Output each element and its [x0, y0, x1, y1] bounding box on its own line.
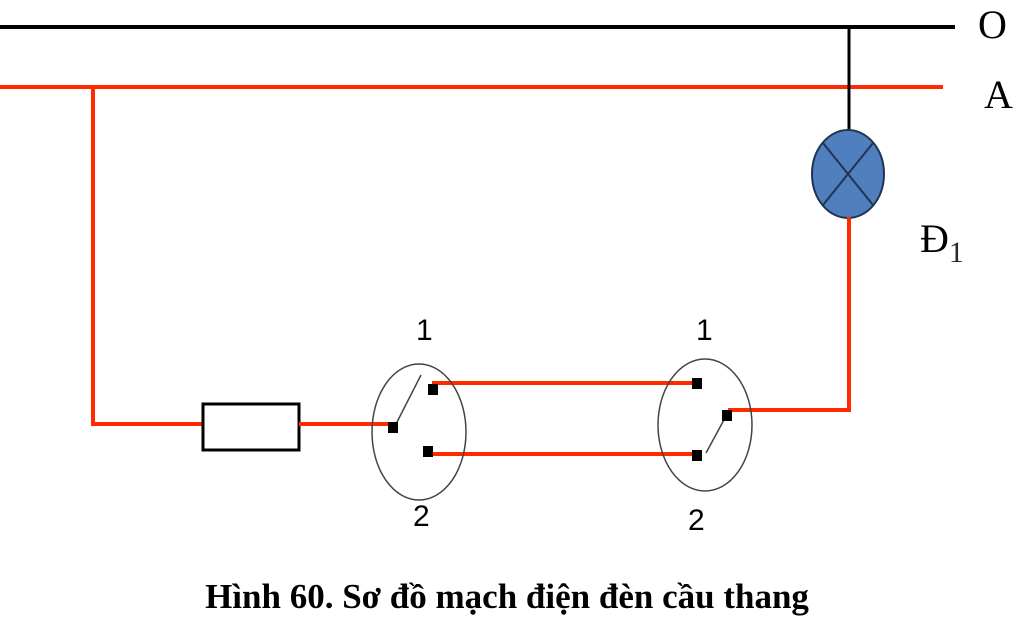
- switch1-label-1: 1: [416, 314, 433, 347]
- label-a: A: [984, 72, 1013, 117]
- figure-caption: Hình 60. Sơ đồ mạch điện đèn cầu thang: [205, 577, 809, 616]
- lamp-label: Đ1: [920, 216, 964, 269]
- switch-1: [371, 363, 467, 501]
- switch2-label-1: 1: [696, 314, 713, 347]
- label-o: O: [978, 2, 1007, 47]
- switch2-label-2: 2: [688, 504, 705, 537]
- switch2-to-lamp-wire: [728, 217, 851, 412]
- switch1-label-2: 2: [413, 500, 430, 533]
- phase-feed-wire: [91, 87, 202, 426]
- fuse: [201, 402, 301, 452]
- switch-2: [657, 358, 753, 492]
- lamp-icon: [811, 129, 885, 219]
